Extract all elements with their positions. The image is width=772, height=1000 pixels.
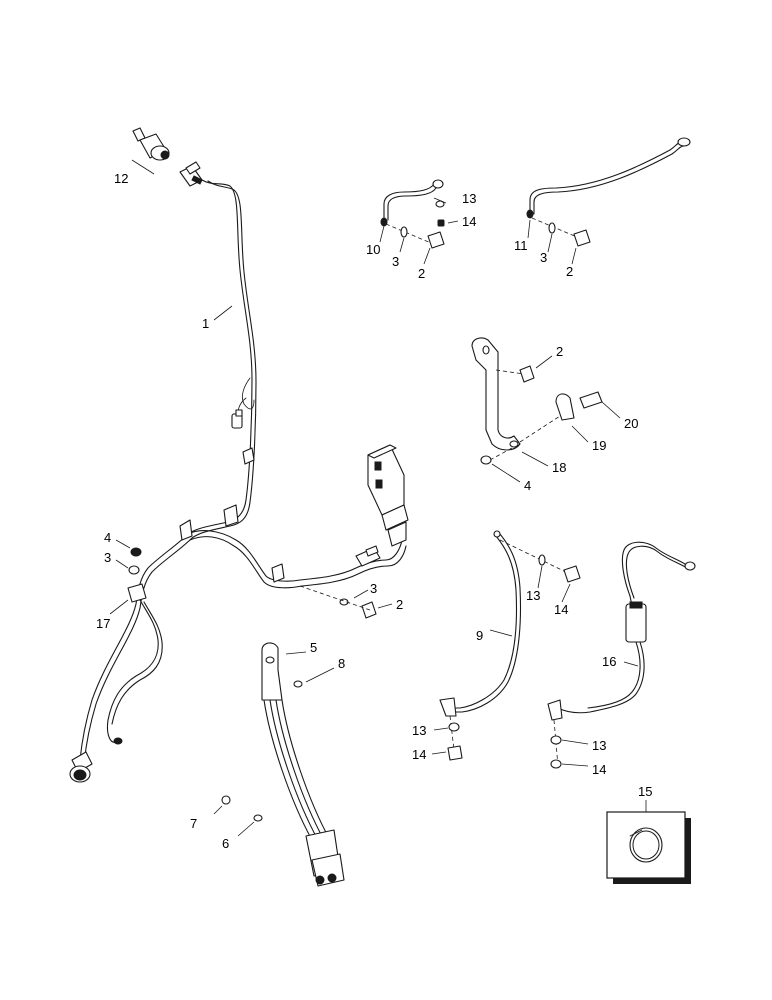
callout-11: 11 [514,238,528,253]
callout-4-left: 4 [104,530,111,545]
callout-15: 15 [638,784,652,799]
harness-connector-block [367,444,409,547]
callout-18: 18 [552,460,566,475]
callout-5: 5 [310,640,317,655]
hose-clamp-15-box [606,811,691,884]
callout-4-bracket: 4 [524,478,531,493]
callout-2-harness: 2 [396,597,403,612]
callout-16: 16 [602,654,616,669]
callout-9: 9 [476,628,483,643]
callout-13-strap9: 13 [526,588,540,603]
callout-14-fuse: 14 [592,762,606,777]
harness-top-connector [179,161,203,187]
main-wiring-harness [69,127,409,783]
callout-2-top-left: 2 [418,266,425,281]
callout-20: 20 [624,416,638,431]
ground-cable-10-assembly [380,179,445,249]
callout-12: 12 [114,171,128,186]
callout-14-strap9: 14 [554,602,568,617]
callout-2-bracket: 2 [556,344,563,359]
callout-3-top-left: 3 [392,254,399,269]
callout-7: 7 [190,816,197,831]
ground-cable-9-assembly [439,530,581,761]
callout-2-top-right: 2 [566,264,573,279]
callout-3-left: 3 [104,550,111,565]
pressure-switch-12 [132,127,170,161]
callout-3-top-right: 3 [540,250,547,265]
callout-1: 1 [202,316,209,331]
ground-cable-11-assembly [526,137,691,247]
callout-6: 6 [222,836,229,851]
callout-3-harness: 3 [370,581,377,596]
braided-ground-strap-5 [221,642,345,887]
callout-8: 8 [338,656,345,671]
callout-17: 17 [96,616,110,631]
callout-13-fuse: 13 [592,738,606,753]
fuse-cable-16-assembly [547,541,696,769]
callout-14-top: 14 [462,214,476,229]
callout-13-top: 13 [462,191,476,206]
bracket-18-assembly [471,337,603,465]
harness-bottom-connector [69,751,93,783]
leader-lines [109,159,647,837]
callout-10: 10 [366,242,380,257]
callout-14-strap9-bottom: 14 [412,747,426,762]
callout-13-strap9-bottom: 13 [412,723,426,738]
callout-19: 19 [592,438,606,453]
callout-labels: 12 1 4 3 17 3 2 5 8 7 6 13 14 10 3 2 11 … [96,171,652,851]
